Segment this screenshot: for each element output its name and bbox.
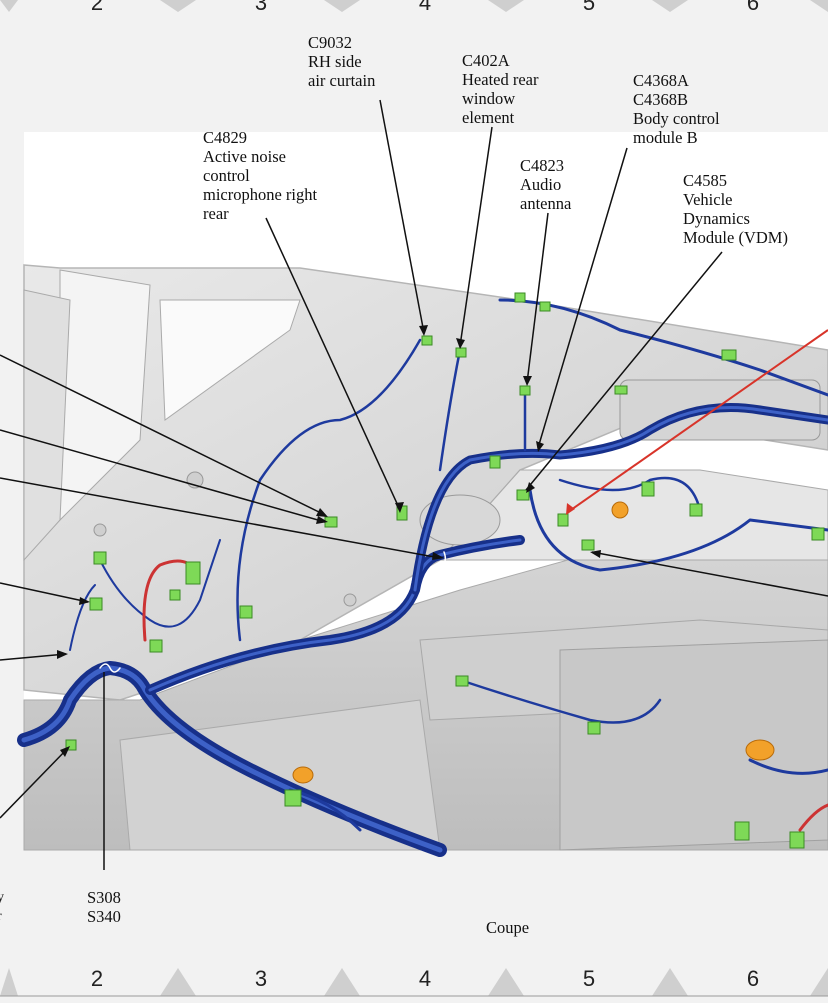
callout-c402a: C402A Heated rear window element [462,51,539,127]
grid-band-bottom: 2 3 4 5 6 [0,966,828,1003]
vehicle-body [23,264,828,851]
callout-c4829: C4829 Active noise control microphone ri… [203,128,318,223]
grid-number: 5 [582,0,596,15]
wiring-harness [17,298,828,857]
grid-number: 4 [418,0,432,15]
grid-notches-bottom [0,968,828,996]
grid-band-top: 2 3 4 5 6 [0,0,828,18]
callout-c4823: C4823 Audio antenna [520,156,572,213]
grid-number: 6 [746,966,760,991]
callout-c4368: C4368A C4368B Body control module B [633,71,720,147]
callout-c9032: C9032 RH side air curtain [308,33,376,90]
leader-lines [0,99,828,870]
arrowheads [57,325,601,757]
grid-notches-top [0,0,828,12]
grid-number: 3 [254,0,268,15]
diagram-caption: Coupe [486,918,530,937]
grommets [292,501,775,784]
grid-number: 2 [90,0,104,15]
grid-number: 5 [582,966,596,991]
connectors [65,292,825,849]
grid-number: 4 [418,966,432,991]
callout-s308-s340: S308 S340 [87,888,121,926]
red-arrowhead [566,503,575,515]
red-leader-line [567,329,828,513]
callout-left-fragment: y r [0,890,4,924]
callout-c4585: C4585 Vehicle Dynamics Module (VDM) [683,171,788,247]
grid-number: 6 [746,0,760,15]
grid-number: 3 [254,966,268,991]
grid-number: 2 [90,966,104,991]
